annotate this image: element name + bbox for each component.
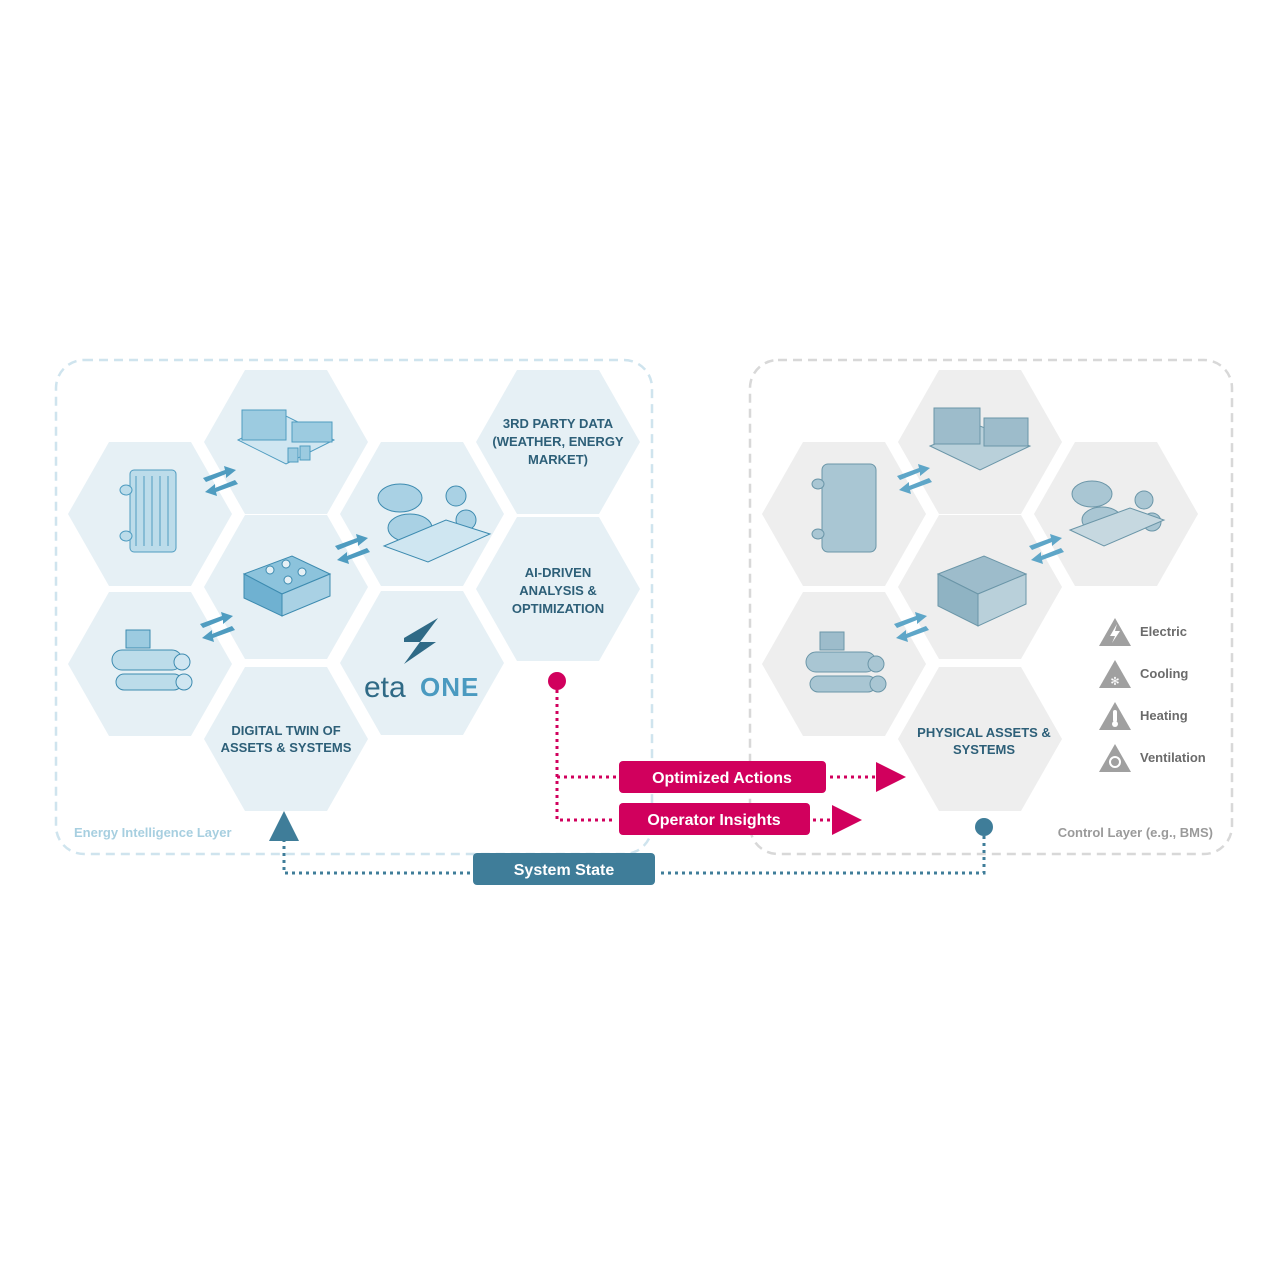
operator-insights-pill: Operator Insights [619,803,810,835]
ai-analysis-label: AI-DRIVEN ANALYSIS & OPTIMIZATION [512,565,604,616]
optimized-actions-pill: Optimized Actions [619,761,826,793]
logo-one-text: ONE [420,672,479,702]
svg-text:Ventilation: Ventilation [1140,750,1206,765]
svg-text:ASSETS & SYSTEMS: ASSETS & SYSTEMS [221,740,352,755]
control-output-node [975,818,993,836]
svg-text:Electric: Electric [1140,624,1187,639]
legend-cooling: ✻ Cooling [1099,660,1188,688]
svg-text:System State: System State [514,862,615,879]
svg-text:MARKET): MARKET) [528,452,588,467]
svg-text:Cooling: Cooling [1140,666,1188,681]
svg-text:SYSTEMS: SYSTEMS [953,742,1015,757]
svg-text:OPTIMIZATION: OPTIMIZATION [512,601,604,616]
hex-logo [340,591,504,735]
svg-text:Heating: Heating [1140,708,1188,723]
svg-text:DIGITAL TWIN OF: DIGITAL TWIN OF [231,723,340,738]
svg-text:AI-DRIVEN: AI-DRIVEN [525,565,591,580]
logo-eta-text: eta [364,671,406,704]
legend-electric: Electric [1099,618,1187,646]
legend: Electric ✻ Cooling Heating Ventilation [1099,618,1206,772]
legend-heating: Heating [1099,702,1188,730]
svg-text:✻: ✻ [1110,675,1119,688]
energy-intelligence-layer-label: Energy Intelligence Layer [74,825,232,840]
system-state-pill: System State [473,853,655,885]
svg-text:(WEATHER, ENERGY: (WEATHER, ENERGY [492,434,624,449]
svg-text:Optimized Actions: Optimized Actions [652,770,792,787]
svg-text:ANALYSIS &: ANALYSIS & [519,583,597,598]
hex-digital-twin [204,667,368,811]
svg-text:3RD PARTY DATA: 3RD PARTY DATA [503,416,614,431]
svg-text:PHYSICAL ASSETS &: PHYSICAL ASSETS & [917,725,1051,740]
control-layer-label: Control Layer (e.g., BMS) [1058,825,1213,840]
r-heat-exchanger-icon [812,464,876,552]
legend-ventilation: Ventilation [1099,744,1206,772]
ai-output-node [548,672,566,690]
hex-pump [340,442,504,586]
svg-text:Operator Insights: Operator Insights [647,812,780,829]
